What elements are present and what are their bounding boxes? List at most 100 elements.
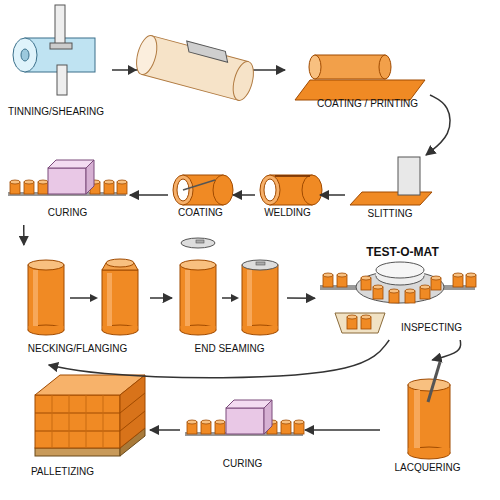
seaming-cans xyxy=(256,262,265,265)
curing-oven xyxy=(281,420,291,434)
curing-oven xyxy=(10,180,20,194)
seaming-cans xyxy=(180,265,216,330)
pallet-stack xyxy=(35,413,120,414)
test-machine xyxy=(361,315,371,329)
flow-arrow xyxy=(23,225,25,245)
seaming-cans xyxy=(247,270,252,326)
tinning-roll xyxy=(13,38,37,72)
lacquering-can xyxy=(408,379,450,391)
pallet-stack xyxy=(35,431,120,432)
pallet-stack xyxy=(69,395,70,448)
necking-cans xyxy=(28,259,138,335)
seaming-cans xyxy=(242,325,278,335)
test-machine xyxy=(337,273,347,287)
test-machine xyxy=(420,285,430,299)
lacquering-can xyxy=(414,390,420,448)
curing-oven xyxy=(294,420,304,434)
coating-cylinder xyxy=(213,175,233,205)
necking-cans xyxy=(28,325,64,335)
tinning-roll xyxy=(55,5,65,45)
curing-oven xyxy=(185,400,304,436)
sheet-roller xyxy=(142,36,249,101)
necking-cans xyxy=(28,265,64,330)
seaming-cans xyxy=(181,326,216,330)
seaming-cans xyxy=(243,326,278,330)
flow-arrow xyxy=(432,340,460,360)
seaming-cans xyxy=(222,297,232,299)
tinning-roll xyxy=(21,49,29,61)
step-label: WELDING xyxy=(255,207,320,219)
test-machine xyxy=(431,276,441,290)
curing-oven xyxy=(38,180,48,194)
process-step: COATING / PRINTING xyxy=(285,40,430,120)
test-machine xyxy=(466,273,476,287)
step-label: CURING xyxy=(180,458,305,470)
process-step: TEST-O-MAT INSPECTING xyxy=(315,245,480,340)
connector-group xyxy=(24,70,461,430)
flow-arrow xyxy=(150,297,172,299)
curing-oven xyxy=(215,420,225,434)
curing-oven xyxy=(24,180,34,194)
welding-cylinder xyxy=(260,175,280,205)
curing-oven xyxy=(264,400,272,434)
step-label: INSPECTING xyxy=(383,322,480,334)
lacquering-can xyxy=(409,448,450,453)
test-machine xyxy=(389,289,399,303)
process-step: TINNING/SHEARING xyxy=(0,15,112,120)
seaming-cans xyxy=(180,260,216,270)
welding-cylinder xyxy=(302,175,322,205)
flow-arrow xyxy=(150,429,180,431)
step-label: SLITTING xyxy=(345,208,435,220)
sheet-roller xyxy=(229,59,257,102)
curing-oven xyxy=(48,168,86,194)
process-step: CURING xyxy=(180,395,305,475)
necking-cans xyxy=(102,325,138,335)
curing-oven xyxy=(226,408,264,434)
lacquering-can xyxy=(428,362,440,402)
necking-cans xyxy=(102,270,138,330)
curing-oven xyxy=(117,180,127,194)
printing-roller xyxy=(309,55,321,79)
arrow-head xyxy=(128,65,137,75)
welding-cylinder xyxy=(275,175,310,177)
step-label: NECKING/FLANGING xyxy=(5,343,150,355)
sheet-roller xyxy=(133,30,258,103)
pallet-stack xyxy=(103,395,104,448)
tinning-roll xyxy=(57,65,67,95)
process-step: END SEAMING xyxy=(172,232,287,360)
necking-cans xyxy=(29,326,64,330)
machine-name: TEST-O-MAT xyxy=(345,245,460,259)
flow-arrow xyxy=(320,194,345,196)
step-label: COATING / PRINTING xyxy=(305,98,430,110)
test-machine xyxy=(347,315,357,329)
pallet-stack xyxy=(35,375,145,456)
tinning-roll xyxy=(13,5,95,95)
step-label: LACQUERING xyxy=(380,462,475,474)
slitting-shear xyxy=(350,157,432,205)
test-machine xyxy=(323,273,333,287)
coating-cylinder xyxy=(183,180,215,190)
sheet-roller xyxy=(184,41,230,62)
curing-oven xyxy=(104,180,114,194)
flow-arrow xyxy=(287,297,315,299)
process-step: WELDING xyxy=(255,165,320,225)
seaming-cans xyxy=(180,238,278,335)
step-label: END SEAMING xyxy=(172,343,287,355)
seaming-cans xyxy=(231,294,239,302)
pallet-stack xyxy=(120,393,145,413)
pallet-stack xyxy=(35,395,120,448)
seaming-cans xyxy=(181,238,215,248)
lacquering-can xyxy=(408,447,450,459)
pallet-stack xyxy=(52,395,53,448)
necking-cans xyxy=(33,270,38,326)
curing-oven xyxy=(187,420,197,434)
curing-oven xyxy=(8,160,127,196)
necking-cans xyxy=(28,260,64,270)
welding-cylinder xyxy=(264,179,276,201)
tinning-roll xyxy=(50,43,72,49)
seaming-cans xyxy=(196,240,204,243)
test-machine xyxy=(405,289,415,303)
process-step: COATING xyxy=(168,165,233,225)
